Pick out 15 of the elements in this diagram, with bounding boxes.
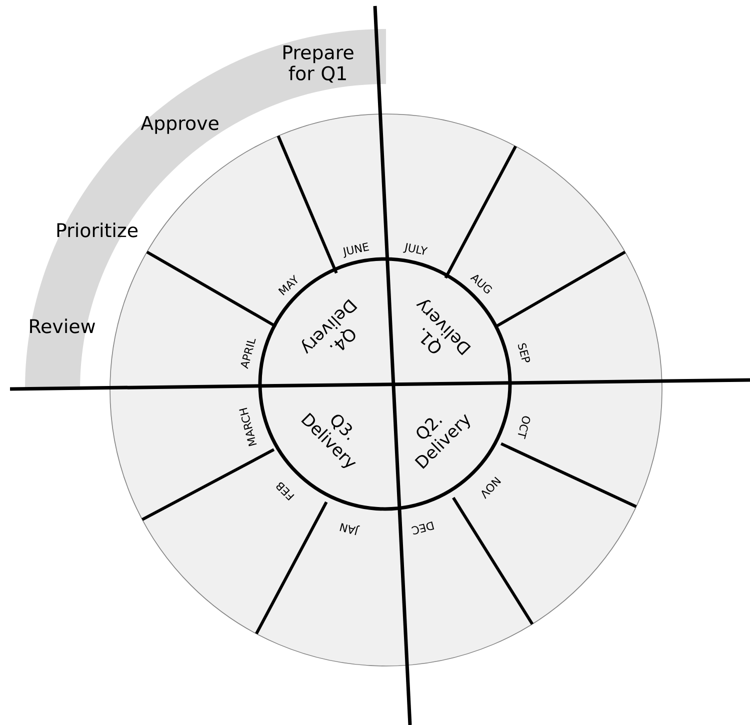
month-label: JAN <box>340 523 360 536</box>
month-label: FEB <box>276 482 294 500</box>
phase-label: Review <box>30 318 95 334</box>
arc-band <box>25 29 386 390</box>
month-label: APRIL <box>240 338 256 369</box>
month-label: DEC <box>412 522 434 534</box>
month-label: MARCH <box>239 408 257 446</box>
inner-circle <box>258 257 512 511</box>
month-label: JULY <box>403 242 428 255</box>
phase-label: Prioritize <box>57 222 138 238</box>
month-label: SEP <box>518 343 530 362</box>
month-label: JUNE <box>343 242 370 258</box>
phase-label: Prepare for Q1 <box>284 45 354 83</box>
month-label: OCT <box>518 416 530 440</box>
phase-label: Approve <box>140 116 218 134</box>
